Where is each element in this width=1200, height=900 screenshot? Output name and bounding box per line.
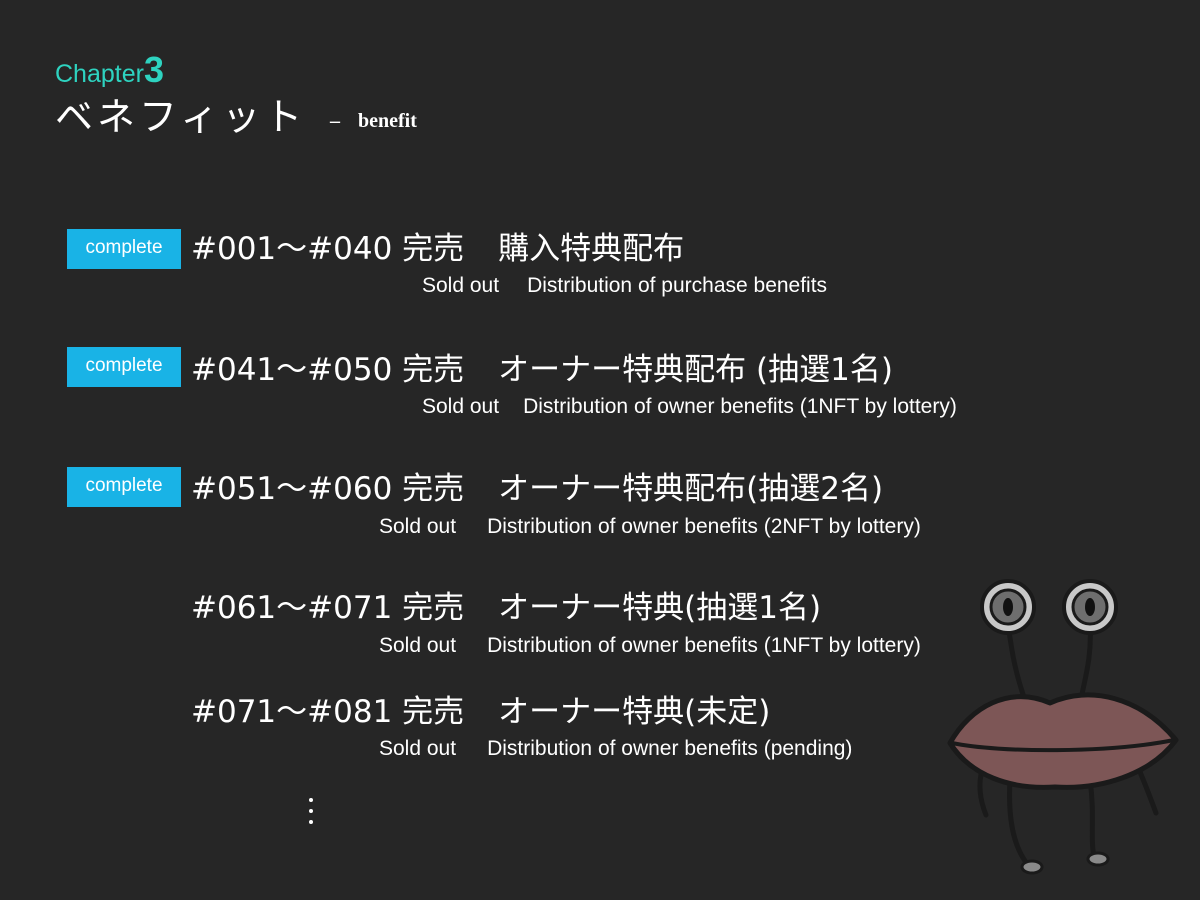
status-en: Sold out [379,737,457,760]
benefit-row-main: #041〜#050 完売オーナー特典配布 (抽選1名) [191,350,893,390]
benefit-jp: オーナー特典(抽選1名) [498,590,822,626]
benefit-jp: オーナー特典配布(抽選2名) [498,471,884,507]
benefit-row-main: #051〜#060 完売オーナー特典配布(抽選2名) [191,469,883,509]
benefit-en: Distribution of owner benefits (1NFT by … [523,395,957,418]
status-en: Sold out [379,634,457,657]
benefit-row-main: #071〜#081 完売オーナー特典(未定) [191,692,770,732]
chapter-label: Chapter3 [55,50,164,94]
chapter-word: Chapter [55,60,144,88]
status-jp: 完売 [402,352,465,388]
edition-range: #051〜#060 [191,471,393,507]
status-en: Sold out [422,274,500,297]
lips-mascot-icon [947,579,1179,875]
benefit-row-sub: Sold out Distribution of owner benefits (… [422,394,957,420]
benefit-en: Distribution of owner benefits (1NFT by … [487,634,921,657]
page-subtitle: –benefit [330,108,417,134]
edition-range: #001〜#040 [191,231,393,267]
page-title: ベネフィット [55,95,307,139]
status-jp: 完売 [402,231,465,267]
benefit-row-sub: Sold out Distribution of owner benefits (… [379,736,852,762]
subtitle-dash: – [330,110,340,132]
benefit-en: Distribution of owner benefits (2NFT by … [487,515,921,538]
subtitle-text: benefit [358,110,417,132]
complete-badge: complete [67,347,181,387]
complete-badge: complete [67,467,181,507]
complete-badge: complete [67,229,181,269]
status-jp: 完売 [402,590,465,626]
benefit-row-sub: Sold out Distribution of purchase benefit… [422,273,827,299]
status-en: Sold out [422,395,500,418]
benefit-row-sub: Sold out Distribution of owner benefits (… [379,514,921,540]
benefit-row-sub: Sold out Distribution of owner benefits (… [379,633,921,659]
benefit-jp: 購入特典配布 [498,231,685,267]
status-jp: 完売 [402,694,465,730]
benefit-row-main: #061〜#071 完売オーナー特典(抽選1名) [191,588,821,628]
edition-range: #041〜#050 [191,352,393,388]
benefit-en: Distribution of owner benefits (pending) [487,737,853,760]
status-jp: 完売 [402,471,465,507]
benefit-jp: オーナー特典(未定) [498,694,771,730]
benefit-en: Distribution of purchase benefits [527,274,828,297]
chapter-number: 3 [143,49,164,90]
vertical-ellipsis-icon [299,792,323,832]
status-en: Sold out [379,515,457,538]
benefit-row-main: #001〜#040 完売購入特典配布 [191,229,684,269]
edition-range: #061〜#071 [191,590,393,626]
edition-range: #071〜#081 [191,694,393,730]
benefit-jp: オーナー特典配布 (抽選1名) [498,352,893,388]
